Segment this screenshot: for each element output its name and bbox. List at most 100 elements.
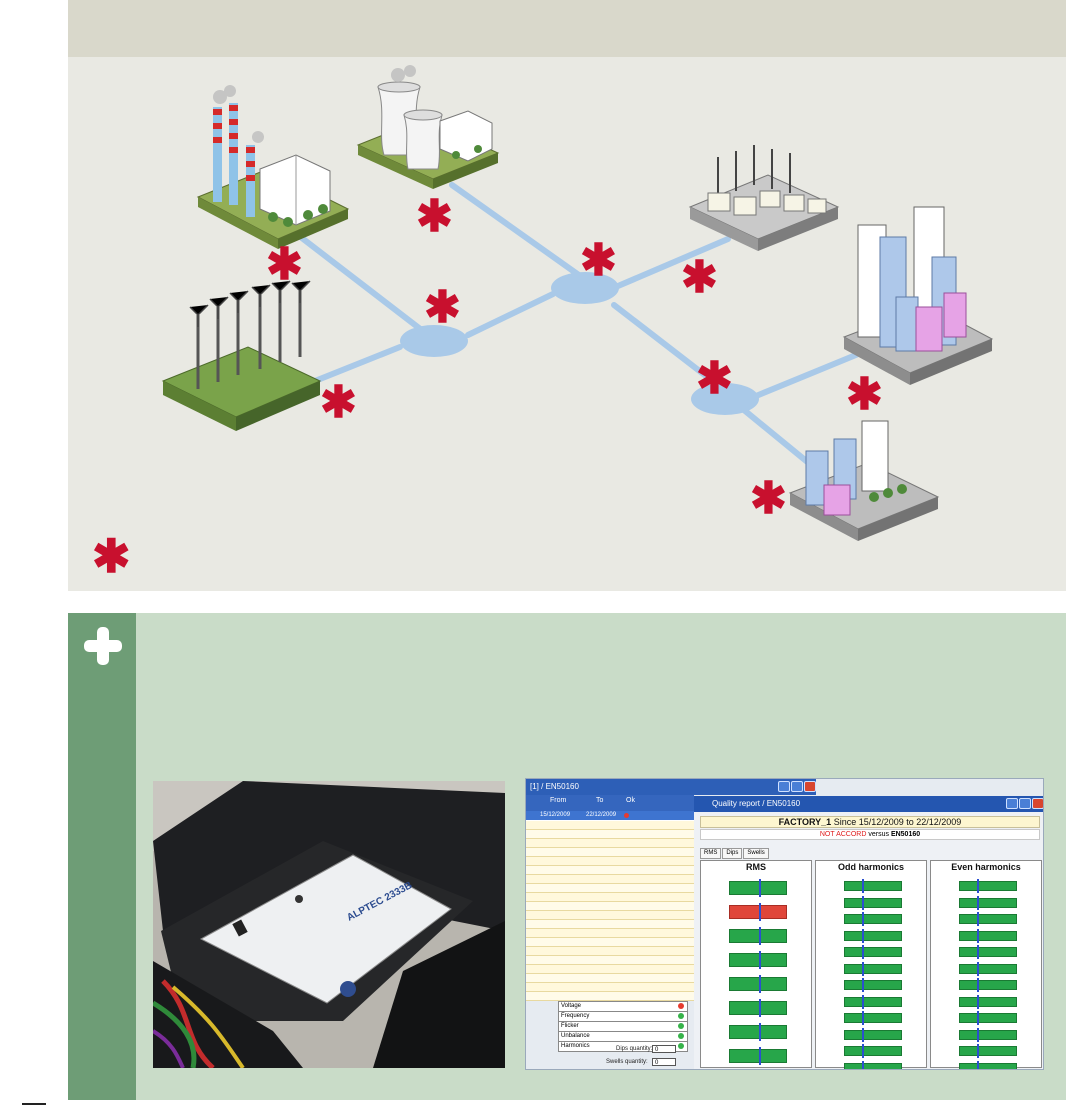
section-title: RMS: [746, 862, 766, 872]
limit-marker: [759, 1047, 761, 1065]
limit-marker: [862, 1060, 864, 1069]
limit-marker: [862, 1011, 864, 1025]
list-item[interactable]: [526, 911, 694, 920]
limit-marker: [977, 879, 979, 893]
level-bar: [729, 1001, 787, 1015]
link-nuclear-junction-center: [449, 182, 586, 281]
limit-marker: [977, 945, 979, 959]
list-item[interactable]: [526, 983, 694, 992]
level-bar: [844, 1013, 902, 1023]
status-row: Frequency: [558, 1012, 688, 1022]
quality-report: FACTORY_1 Since 15/12/2009 to 22/12/2009…: [694, 812, 1043, 1069]
status-row: Flicker: [558, 1022, 688, 1032]
status-row: Voltage: [558, 1001, 688, 1012]
nuclear-power-plant: [356, 65, 500, 189]
period-row-selected[interactable]: 15/12/2009 22/12/2009: [526, 811, 694, 820]
list-item[interactable]: [526, 947, 694, 956]
list-item[interactable]: [526, 929, 694, 938]
status-label: Voltage: [561, 1003, 582, 1009]
link-center-substation: [615, 236, 731, 289]
link-right-city-large: [753, 347, 871, 399]
minimize-button[interactable]: [778, 781, 790, 792]
list-item[interactable]: [526, 821, 694, 830]
plus-icon: [84, 627, 122, 665]
limit-marker: [862, 994, 864, 1009]
list-item[interactable]: [526, 848, 694, 857]
report-minimize-button[interactable]: [1006, 798, 1018, 809]
list-item[interactable]: [526, 902, 694, 911]
close-button[interactable]: [804, 781, 816, 792]
list-item[interactable]: [526, 920, 694, 929]
level-bar: [844, 914, 902, 924]
tab-swells[interactable]: Swells: [743, 848, 769, 859]
limit-marker: [862, 1044, 864, 1058]
level-bar: [959, 963, 1017, 974]
accord-standard: EN50160: [890, 831, 921, 838]
list-item[interactable]: [526, 830, 694, 839]
level-bar: [844, 980, 902, 990]
list-item[interactable]: [526, 857, 694, 866]
thermal-power-plant: [196, 85, 350, 249]
level-bar: [844, 996, 902, 1007]
status-dot: [678, 1033, 684, 1039]
level-bar: [959, 996, 1017, 1007]
measurement-star-icon: ✱: [750, 474, 787, 523]
factory-bar: FACTORY_1 Since 15/12/2009 to 22/12/2009: [700, 816, 1040, 828]
level-bar: [844, 881, 902, 891]
status-dot: [678, 1013, 684, 1019]
limit-marker: [862, 912, 864, 926]
level-bar: [844, 963, 902, 974]
swells-field[interactable]: 0: [652, 1058, 676, 1066]
list-item[interactable]: [526, 875, 694, 884]
list-item[interactable]: [526, 893, 694, 902]
level-bar: [959, 947, 1017, 957]
junction-right: [691, 383, 759, 415]
limit-marker: [977, 961, 979, 976]
power-network-diagram: ✱✱✱✱✱✱✱✱✱: [68, 57, 1066, 591]
limit-marker: [977, 1044, 979, 1058]
col-from: From: [550, 797, 567, 804]
level-bar: [844, 1046, 902, 1056]
measurement-star-icon: ✱: [266, 240, 303, 289]
list-item[interactable]: [526, 974, 694, 983]
limit-marker: [759, 951, 761, 969]
list-item[interactable]: [526, 965, 694, 974]
limit-marker: [862, 928, 864, 943]
limit-marker: [862, 945, 864, 959]
list-item[interactable]: [526, 866, 694, 875]
link-thermal-junction-left: [295, 232, 435, 341]
level-bar: [729, 905, 787, 919]
link-right-city-small: [741, 407, 819, 472]
section-title: Even harmonics: [951, 862, 1021, 872]
maximize-button[interactable]: [791, 781, 803, 792]
list-item[interactable]: [526, 938, 694, 947]
level-bar: [729, 977, 787, 991]
city-district-large: [842, 206, 994, 385]
level-bar: [959, 930, 1017, 941]
wind-farm: [161, 280, 322, 431]
since-text: Since 15/12/2009 to 22/12/2009: [833, 817, 962, 827]
level-bar: [959, 1062, 1017, 1069]
section-odd-harmonics: Odd harmonics: [815, 860, 927, 1069]
limit-marker: [759, 903, 761, 921]
list-item[interactable]: [526, 839, 694, 848]
level-bar: [729, 1025, 787, 1039]
dips-field[interactable]: 0: [652, 1045, 676, 1053]
limit-marker: [759, 927, 761, 945]
measurement-star-icon: ✱: [846, 370, 883, 419]
limit-marker: [977, 895, 979, 910]
report-close-button[interactable]: [1032, 798, 1043, 809]
row-status-dot: [624, 813, 629, 818]
level-bar: [729, 881, 787, 895]
list-item[interactable]: [526, 956, 694, 965]
measurement-star-icon: ✱: [320, 378, 357, 427]
measurement-star-icon: ✱: [696, 354, 733, 403]
tab-dips[interactable]: Dips: [722, 848, 743, 859]
list-item[interactable]: [526, 884, 694, 893]
limit-marker: [862, 879, 864, 893]
list-item[interactable]: [526, 992, 694, 1001]
junction-center: [551, 272, 619, 304]
report-maximize-button[interactable]: [1019, 798, 1031, 809]
tab-rms[interactable]: RMS: [700, 848, 722, 859]
